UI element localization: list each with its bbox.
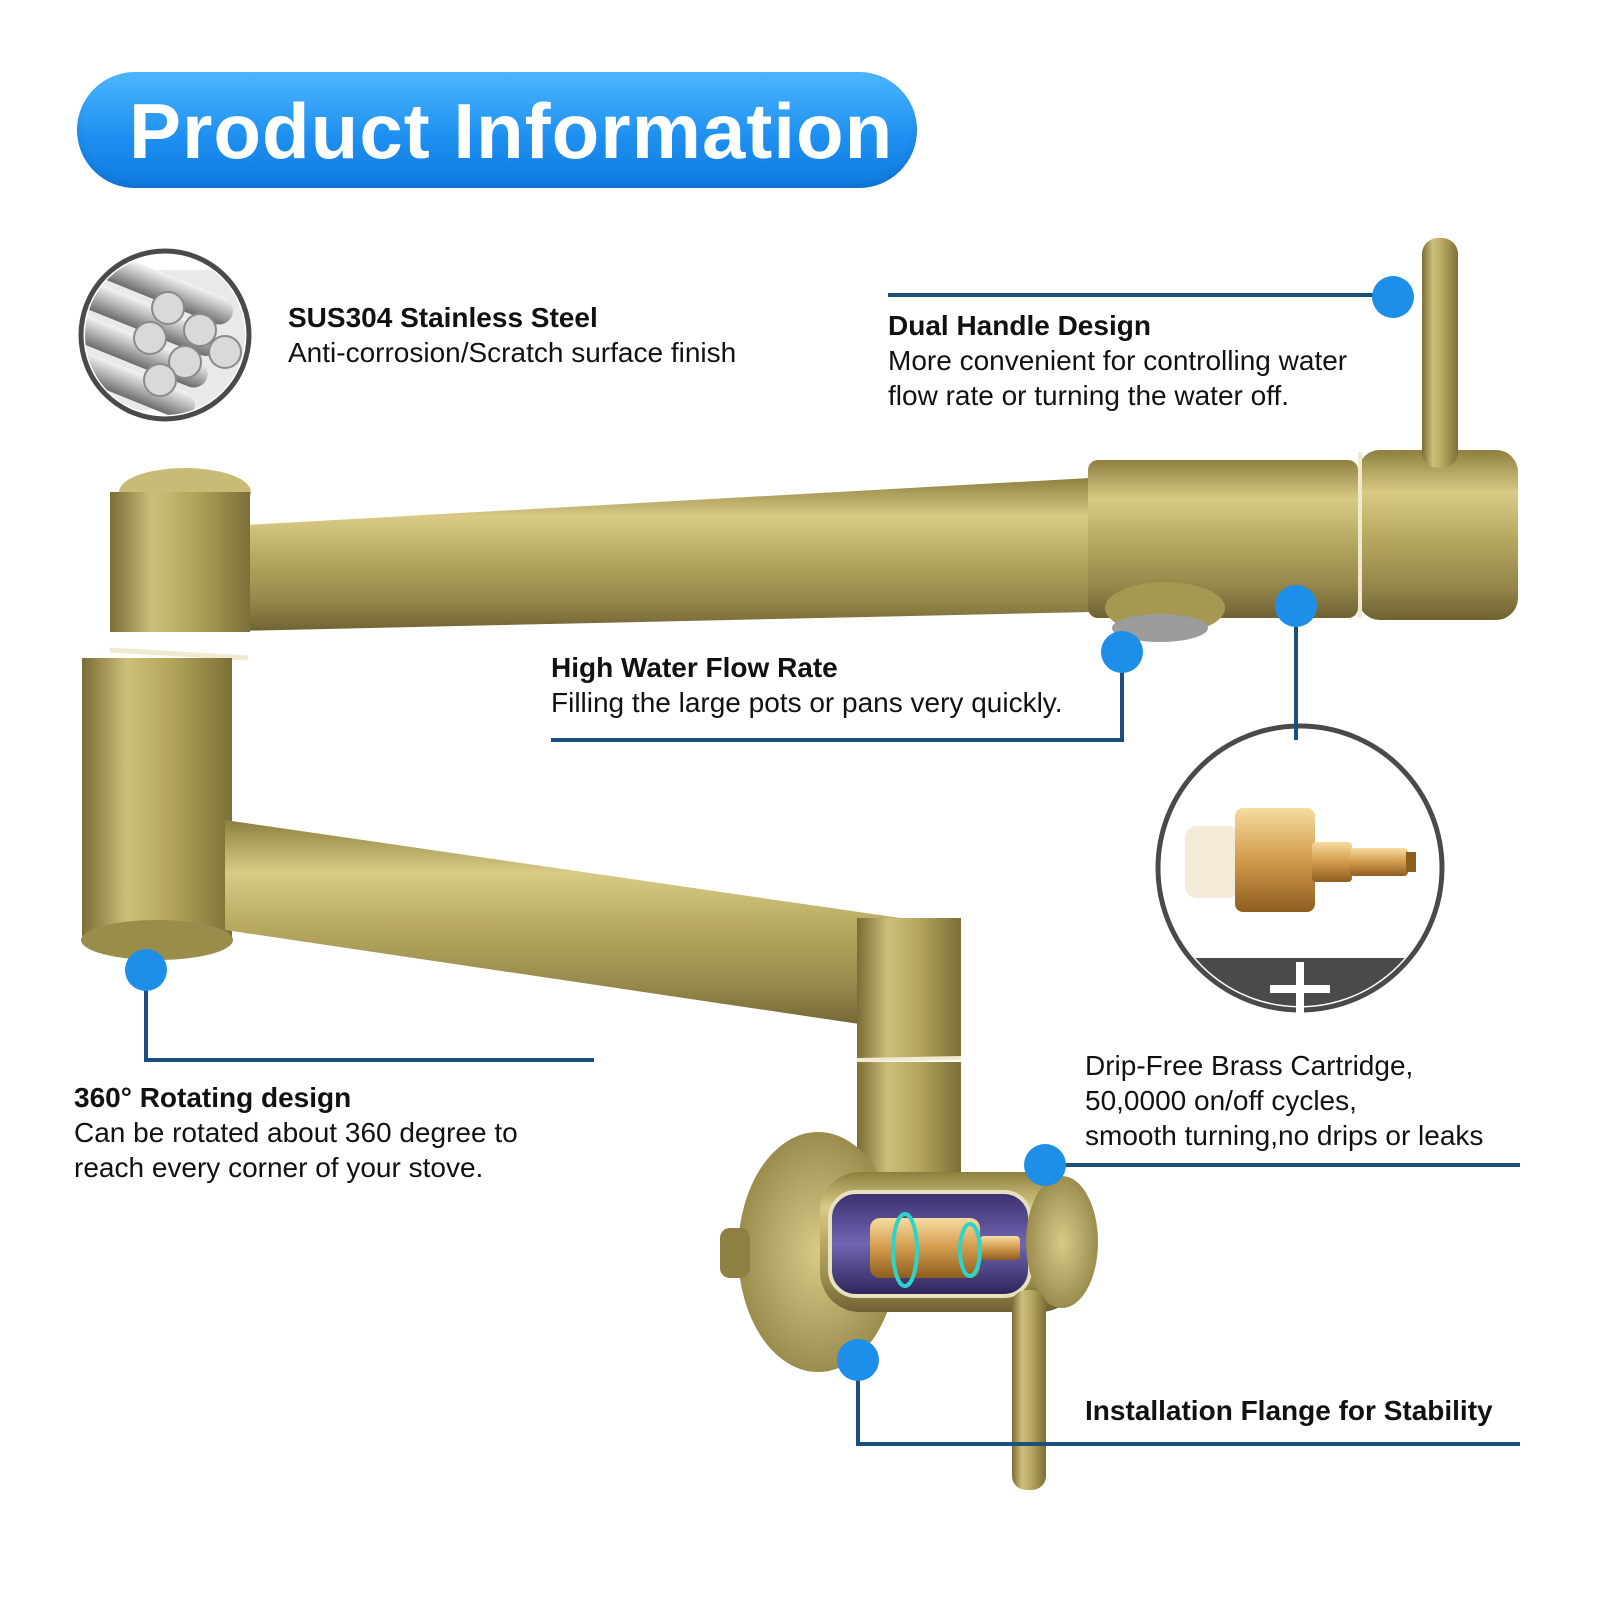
feature-dual-handle-desc-2: flow rate or turning the water off. (888, 380, 1290, 411)
feature-cartridge-line-3: smooth turning,no drips or leaks (1085, 1120, 1484, 1151)
steel-rods-icon (78, 248, 252, 422)
feature-steel-title: SUS304 Stainless Steel (288, 302, 598, 333)
callout-dot-rotating (125, 949, 167, 991)
page-title: Product Information (129, 87, 894, 175)
feature-dual-handle-title: Dual Handle Design (888, 310, 1151, 341)
title-banner: Product Information (77, 72, 917, 188)
callout-lines (144, 293, 1520, 1446)
feature-flange: Installation Flange for Stability (1085, 1393, 1493, 1428)
feature-rotating-title: 360° Rotating design (74, 1082, 352, 1113)
feature-cartridge: Drip-Free Brass Cartridge, 50,0000 on/of… (1085, 1048, 1483, 1153)
callout-dots (125, 276, 1414, 1381)
feature-flange-title: Installation Flange for Stability (1085, 1395, 1493, 1426)
callout-dot-flange (837, 1339, 879, 1381)
cartridge-cutaway (870, 1212, 1020, 1288)
feature-rotating-desc-1: Can be rotated about 360 degree to (74, 1117, 518, 1148)
feature-flow: High Water Flow Rate Filling the large p… (551, 650, 1063, 720)
callout-dot-cartridge-top (1275, 585, 1317, 627)
plus-icon (1270, 962, 1330, 1016)
feature-dual-handle-desc-1: More convenient for controlling water (888, 345, 1348, 376)
feature-cartridge-line-2: 50,0000 on/off cycles, (1085, 1085, 1357, 1116)
feature-steel: SUS304 Stainless Steel Anti-corrosion/Sc… (288, 300, 736, 370)
callout-dot-dual-handle (1372, 276, 1414, 318)
callout-dot-flow (1101, 631, 1143, 673)
feature-cartridge-line-1: Drip-Free Brass Cartridge, (1085, 1050, 1414, 1081)
feature-dual-handle: Dual Handle Design More convenient for c… (888, 308, 1347, 413)
callout-dot-cartridge (1024, 1144, 1066, 1186)
feature-steel-desc: Anti-corrosion/Scratch surface finish (288, 337, 737, 368)
faucet-body (81, 238, 1518, 1490)
feature-flow-title: High Water Flow Rate (551, 652, 838, 683)
feature-rotating: 360° Rotating design Can be rotated abou… (74, 1080, 518, 1185)
feature-rotating-desc-2: reach every corner of your stove. (74, 1152, 484, 1183)
feature-flow-desc: Filling the large pots or pans very quic… (551, 687, 1063, 718)
